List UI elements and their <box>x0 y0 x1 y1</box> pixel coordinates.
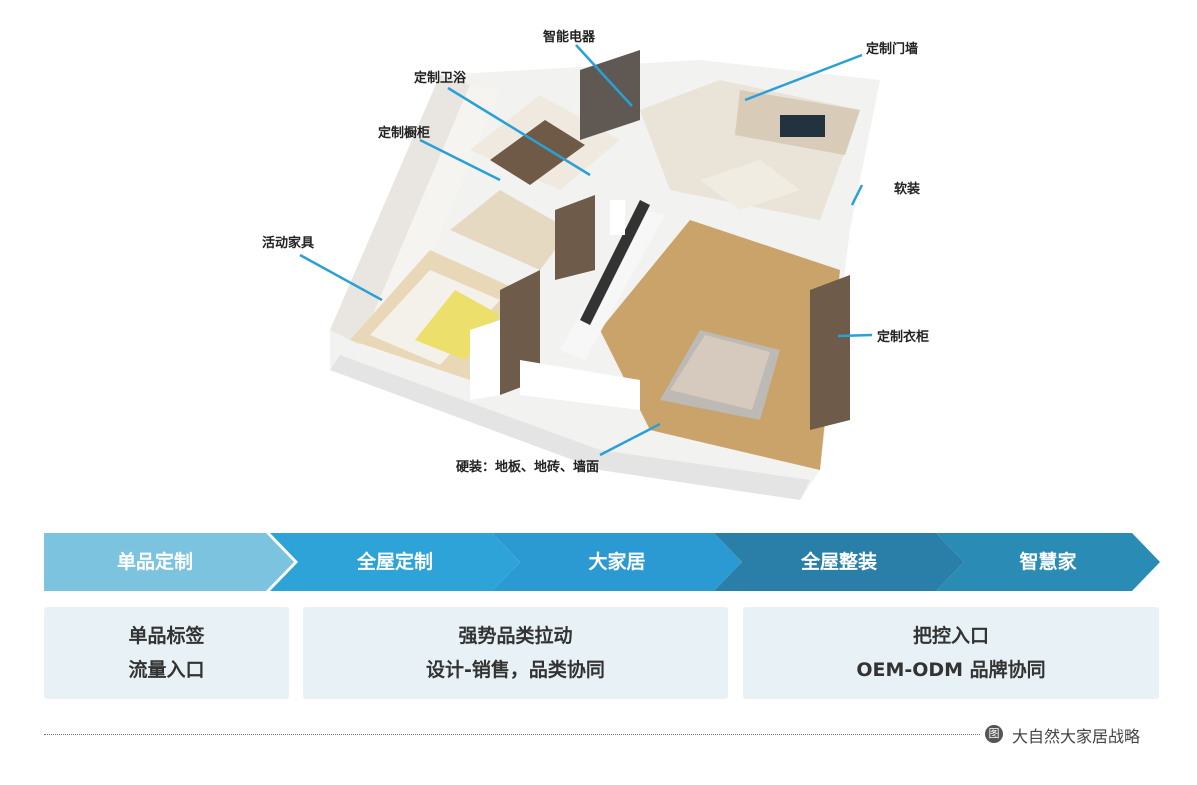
step-1: 单品定制 <box>44 533 294 591</box>
info-box-2-line2: 设计-销售，品类协同 <box>426 659 605 681</box>
line-custom-cabinet <box>419 138 501 182</box>
callout-movable-furniture: 活动家具 <box>262 236 315 251</box>
step-3-label: 大家居 <box>588 551 646 573</box>
info-box-2-line1: 强势品类拉动 <box>458 625 573 647</box>
step-4-shape <box>714 533 964 591</box>
info-box-1-line2: 流量入口 <box>128 659 205 681</box>
figure-badge: 图 <box>985 725 1003 743</box>
step-4-label: 全屋整装 <box>800 551 877 573</box>
line-custom-bath <box>447 86 591 177</box>
line-movable-furniture <box>299 253 383 302</box>
floorplan-drawing <box>330 50 880 500</box>
info-box-category: 强势品类拉动 设计-销售，品类协同 <box>303 607 728 699</box>
step-2: 全屋定制 <box>270 533 520 591</box>
line-soft-furnishing <box>850 184 864 206</box>
callout-custom-wardrobe: 定制衣柜 <box>877 330 930 345</box>
figure-caption: 大自然大家居战略 <box>1012 727 1141 746</box>
line-custom-wardrobe <box>837 333 873 338</box>
step-3-shape <box>492 533 742 591</box>
step-1-shape <box>44 533 294 591</box>
info-box-entrance: 把控入口 OEM-ODM 品牌协同 <box>743 607 1159 699</box>
step-2-shape <box>270 533 520 591</box>
step-3: 大家居 <box>492 533 742 591</box>
line-hard-decor <box>599 422 661 457</box>
info-box-1-line1: 单品标签 <box>128 625 205 647</box>
strategy-steps: 单品定制 全屋定制 大家居 全屋整装 智慧家 <box>44 533 1160 591</box>
line-smart-appliance <box>575 44 633 107</box>
callout-custom-cabinet: 定制橱柜 <box>378 126 431 141</box>
callout-soft-furnishing: 软装 <box>894 182 921 197</box>
step-5-label: 智慧家 <box>1019 551 1077 573</box>
floorplan-illustration: 智能电器 定制门墙 定制卫浴 定制橱柜 软装 活动家具 定制衣柜 硬装：地板、地… <box>262 30 930 500</box>
step-1-label: 单品定制 <box>116 551 193 573</box>
callout-custom-door-wall: 定制门墙 <box>866 42 919 57</box>
line-custom-door-wall <box>744 53 863 102</box>
step-2-label: 全屋定制 <box>356 551 433 573</box>
info-box-3-line2: OEM-ODM 品牌协同 <box>856 659 1046 681</box>
callout-lines <box>299 44 873 457</box>
info-box-3-line1: 把控入口 <box>912 625 989 647</box>
callout-hard-decor: 硬装：地板、地砖、墙面 <box>456 460 600 475</box>
step-5-shape <box>936 533 1160 591</box>
callout-custom-bath: 定制卫浴 <box>414 71 467 86</box>
callout-smart-appliance: 智能电器 <box>543 30 596 45</box>
step-4: 全屋整装 <box>714 533 964 591</box>
step-5: 智慧家 <box>936 533 1160 591</box>
caption-divider <box>44 734 980 735</box>
info-box-single-product: 单品标签 流量入口 <box>44 607 289 699</box>
